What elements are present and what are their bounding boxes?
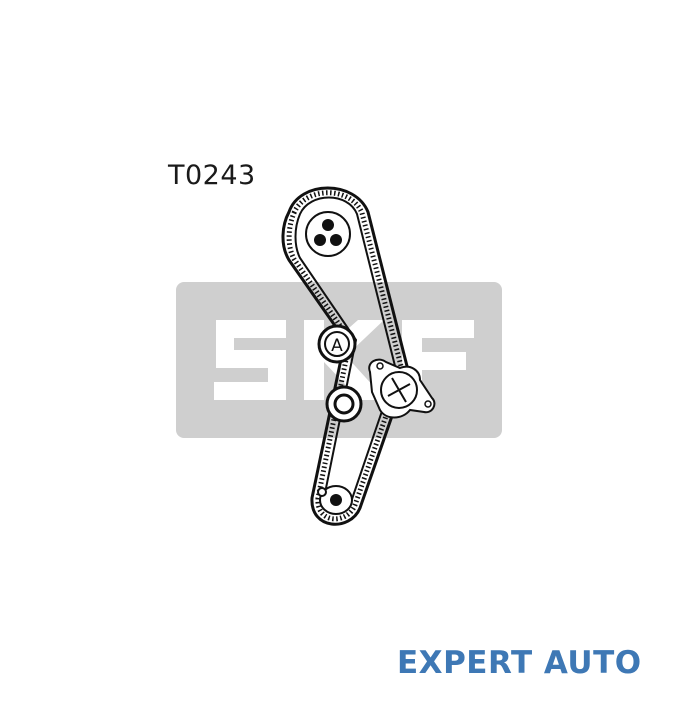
skf-letter-s: [214, 320, 286, 400]
water-pump-icon: [368, 358, 436, 419]
camshaft-pulley-icon: [305, 211, 351, 257]
idler-pulley-icon: [325, 385, 363, 423]
crankshaft-pulley-icon: [317, 485, 353, 515]
tensioner-pulley-icon: A: [317, 324, 357, 364]
footer-brand: EXPERT AUTO: [397, 645, 642, 681]
part-code: T0243: [168, 160, 256, 191]
timing-belt-teeth: [286, 190, 405, 522]
idler-label: A: [331, 336, 343, 356]
timing-belt-icon: [281, 186, 410, 526]
